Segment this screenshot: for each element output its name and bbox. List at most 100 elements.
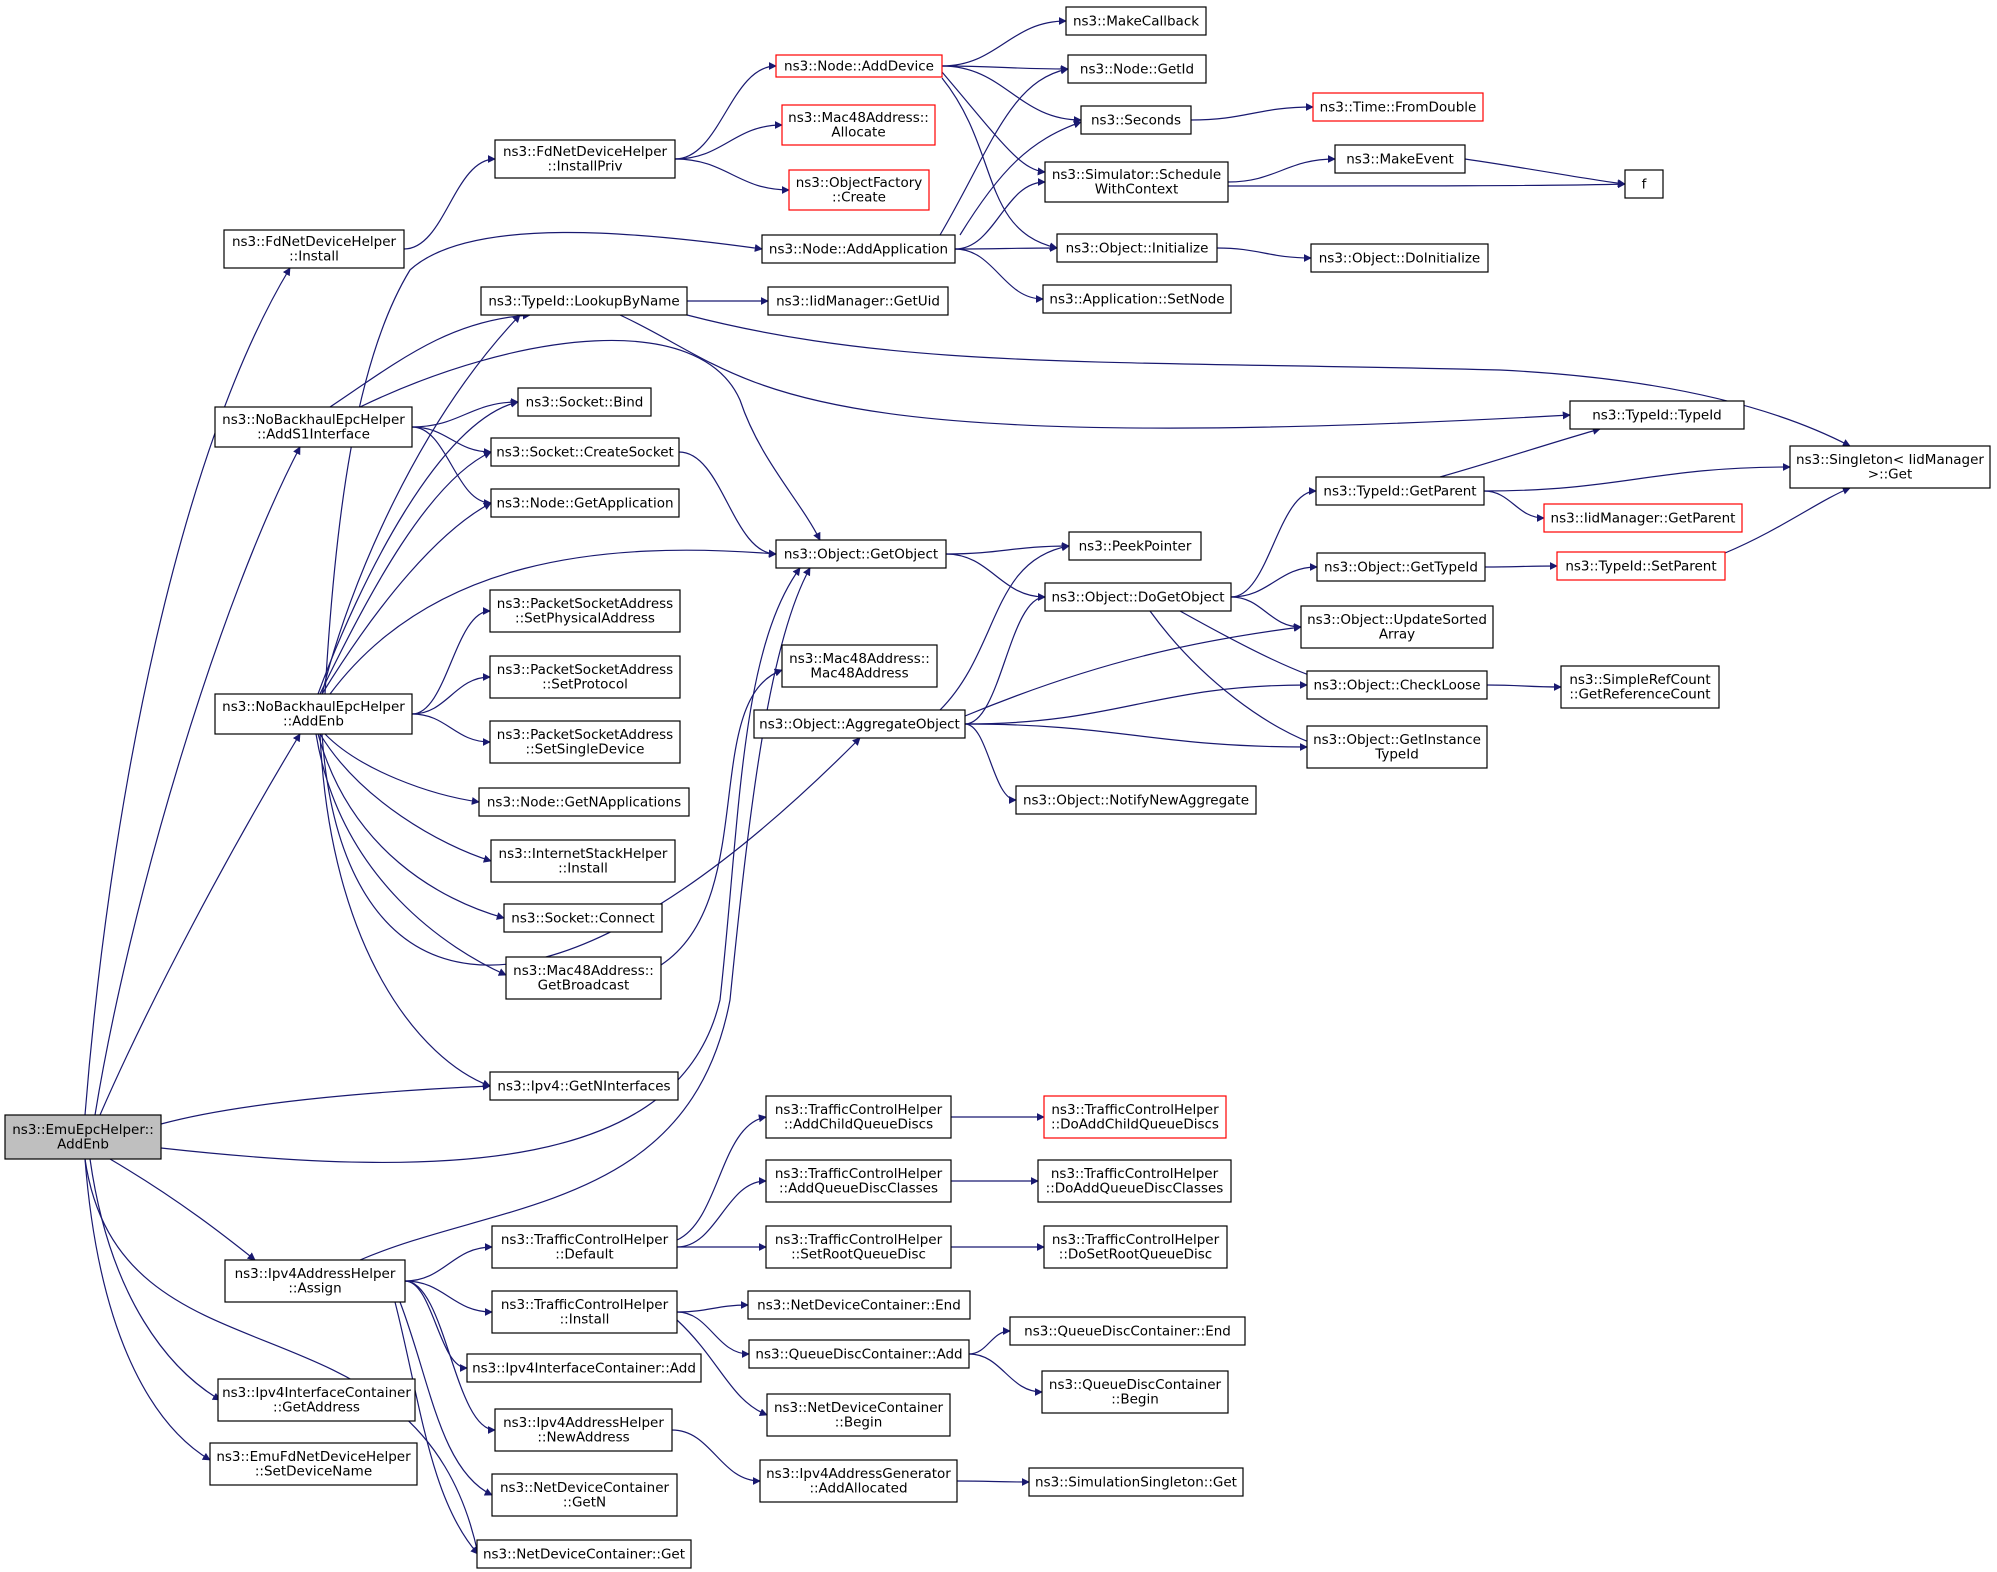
node-node-adddevice[interactable]: ns3::Node::AddDevice: [775, 54, 943, 78]
node-obj-doinitialize[interactable]: ns3::Object::DoInitialize: [1310, 243, 1489, 273]
node-root[interactable]: ns3::EmuEpcHelper::AddEnb: [4, 1114, 162, 1160]
node-mac-mac48[interactable]: ns3::Mac48Address::Mac48Address: [781, 644, 938, 688]
node-nobh-adds1[interactable]: ns3::NoBackhaulEpcHelper::AddS1Interface: [214, 406, 413, 448]
node-box: [480, 286, 688, 316]
node-obj-checkloose[interactable]: ns3::Object::CheckLoose: [1306, 670, 1488, 700]
node-node-addapp[interactable]: ns3::Node::AddApplication: [761, 234, 956, 264]
node-tc-default[interactable]: ns3::TrafficControlHelper::Default: [491, 1225, 678, 1269]
node-label-line: ns3::TrafficControlHelper: [775, 1232, 943, 1248]
edge-makeevent-to-f: [1464, 158, 1626, 188]
node-box: [1624, 169, 1664, 199]
node-qdc-add[interactable]: ns3::QueueDiscContainer::Add: [748, 1339, 970, 1369]
node-node-getnapps[interactable]: ns3::Node::GetNApplications: [478, 787, 690, 817]
node-node-getapp[interactable]: ns3::Node::GetApplication: [490, 488, 680, 518]
node-tc-doaddclasses[interactable]: ns3::TrafficControlHelper::DoAddQueueDis…: [1037, 1159, 1232, 1203]
node-typeid-setparent[interactable]: ns3::TypeId::SetParent: [1556, 551, 1726, 581]
node-socket-connect[interactable]: ns3::Socket::Connect: [503, 903, 663, 933]
node-label-line: ns3::SimpleRefCount: [1569, 672, 1710, 688]
node-fd-install[interactable]: ns3::FdNetDeviceHelper::Install: [223, 229, 405, 269]
node-ndc-getn[interactable]: ns3::NetDeviceContainer::GetN: [491, 1473, 678, 1517]
node-singleton-get[interactable]: ns3::Singleton< IidManager>::Get: [1789, 445, 1991, 489]
node-f[interactable]: f: [1624, 169, 1664, 199]
node-tc-addclasses[interactable]: ns3::TrafficControlHelper::AddQueueDiscC…: [765, 1159, 952, 1203]
node-typeid-lookup[interactable]: ns3::TypeId::LookupByName: [480, 286, 688, 316]
node-label-line: >::Get: [1868, 467, 1912, 483]
node-tc-install[interactable]: ns3::TrafficControlHelper::Install: [491, 1290, 678, 1334]
node-obj-aggregate[interactable]: ns3::Object::AggregateObject: [753, 709, 966, 739]
node-emufd-setdevname[interactable]: ns3::EmuFdNetDeviceHelper::SetDeviceName: [209, 1442, 418, 1486]
node-tc-dosetroot[interactable]: ns3::TrafficControlHelper::DoSetRootQueu…: [1043, 1225, 1228, 1269]
node-label-line: ns3::NetDeviceContainer: [774, 1400, 944, 1416]
node-ipv4addr-assign[interactable]: ns3::Ipv4AddressHelper::Assign: [224, 1259, 406, 1303]
node-box: [1044, 161, 1229, 203]
node-makecallback[interactable]: ns3::MakeCallback: [1065, 6, 1207, 36]
edge-obj-aggregate-to-obj-getinstance: [964, 723, 1308, 751]
node-label-line: ns3::PacketSocketAddress: [497, 662, 673, 678]
node-nobh-addenb[interactable]: ns3::NoBackhaulEpcHelper::AddEnb: [214, 693, 413, 735]
node-ndc-get[interactable]: ns3::NetDeviceContainer::Get: [476, 1539, 692, 1569]
node-typeid-getparent[interactable]: ns3::TypeId::GetParent: [1315, 476, 1485, 506]
node-obj-gettypeid[interactable]: ns3::Object::GetTypeId: [1316, 552, 1486, 582]
node-box: [494, 139, 676, 179]
node-box: [214, 406, 413, 448]
node-ipv4addr-newaddr[interactable]: ns3::Ipv4AddressHelper::NewAddress: [494, 1408, 673, 1452]
node-label-line: ::AddChildQueueDiscs: [784, 1117, 933, 1133]
node-socket-bind[interactable]: ns3::Socket::Bind: [517, 387, 652, 417]
edge-node-addapp-to-obj-initialize: [954, 244, 1058, 253]
node-mac-allocate[interactable]: ns3::Mac48Address::Allocate: [781, 104, 936, 146]
node-simsingleton-get[interactable]: ns3::SimulationSingleton::Get: [1028, 1467, 1244, 1497]
node-label-line: ns3::TrafficControlHelper: [775, 1166, 943, 1182]
node-box: [765, 1095, 952, 1139]
node-iid-getparent[interactable]: ns3::IidManager::GetParent: [1543, 503, 1743, 533]
node-mac-getbroadcast[interactable]: ns3::Mac48Address::GetBroadcast: [505, 956, 662, 1000]
node-ipv4-getninterfaces[interactable]: ns3::Ipv4::GetNInterfaces: [489, 1071, 679, 1101]
node-time-fromdouble[interactable]: ns3::Time::FromDouble: [1312, 92, 1484, 122]
node-fd-installpriv[interactable]: ns3::FdNetDeviceHelper::InstallPriv: [494, 139, 676, 179]
node-inet-install[interactable]: ns3::InternetStackHelper::Install: [490, 839, 676, 883]
node-label-line: ::AddEnb: [283, 714, 344, 730]
node-qdc-begin[interactable]: ns3::QueueDiscContainer::Begin: [1041, 1370, 1229, 1414]
node-label-line: ns3::QueueDiscContainer::Add: [755, 1346, 962, 1362]
edge-nobh-adds1-to-socket-create: [411, 426, 492, 456]
node-ndc-end[interactable]: ns3::NetDeviceContainer::End: [747, 1290, 971, 1320]
node-pkt-setsingle[interactable]: ns3::PacketSocketAddress::SetSingleDevic…: [489, 720, 681, 764]
node-obj-dogetobject[interactable]: ns3::Object::DoGetObject: [1044, 582, 1232, 612]
node-obj-initialize[interactable]: ns3::Object::Initialize: [1056, 233, 1218, 263]
node-tc-doaddchild[interactable]: ns3::TrafficControlHelper::DoAddChildQue…: [1043, 1095, 1227, 1139]
edge-nobh-addenb-to-obj-aggregate: [321, 733, 861, 966]
node-iid-getuid[interactable]: ns3::IidManager::GetUid: [767, 286, 949, 316]
node-obj-getobject[interactable]: ns3::Object::GetObject: [775, 539, 947, 569]
node-ndc-begin[interactable]: ns3::NetDeviceContainer::Begin: [766, 1393, 951, 1437]
edge-typeid-setparent-to-singleton-get: [1724, 486, 1851, 554]
edge-ipv4gen-addalloc-to-simsingleton-get: [956, 1477, 1030, 1486]
node-label-line: ns3::PacketSocketAddress: [497, 727, 673, 743]
node-ipv4gen-addalloc[interactable]: ns3::Ipv4AddressGenerator::AddAllocated: [759, 1459, 958, 1503]
node-tc-setroot[interactable]: ns3::TrafficControlHelper::SetRootQueueD…: [765, 1225, 952, 1269]
node-seconds[interactable]: ns3::Seconds: [1080, 105, 1192, 135]
node-obj-notifynew[interactable]: ns3::Object::NotifyNewAggregate: [1015, 785, 1257, 815]
edge-typeid-lookup-to-singleton-get: [686, 314, 1851, 447]
edge-fd-installpriv-to-objfactory-create: [674, 158, 790, 194]
node-qdc-end[interactable]: ns3::QueueDiscContainer::End: [1009, 1316, 1246, 1346]
node-socket-create[interactable]: ns3::Socket::CreateSocket: [490, 437, 680, 467]
node-pkt-setphys[interactable]: ns3::PacketSocketAddress::SetPhysicalAdd…: [489, 589, 681, 633]
node-simplerefcount[interactable]: ns3::SimpleRefCount::GetReferenceCount: [1560, 665, 1720, 709]
node-typeid-typeid[interactable]: ns3::TypeId::TypeId: [1569, 400, 1745, 430]
edge-obj-initialize-to-obj-doinitialize: [1216, 247, 1312, 262]
node-tc-addchild[interactable]: ns3::TrafficControlHelper::AddChildQueue…: [765, 1095, 952, 1139]
node-makeevent[interactable]: ns3::MakeEvent: [1334, 144, 1466, 174]
node-ipv4ic-add[interactable]: ns3::Ipv4InterfaceContainer::Add: [466, 1353, 702, 1383]
node-node-getid[interactable]: ns3::Node::GetId: [1067, 54, 1207, 84]
node-box: [1310, 243, 1489, 273]
node-ipv4ic-getaddr[interactable]: ns3::Ipv4InterfaceContainer::GetAddress: [217, 1378, 416, 1422]
node-box: [489, 655, 681, 699]
node-peekpointer[interactable]: ns3::PeekPointer: [1068, 531, 1202, 561]
node-app-setnode[interactable]: ns3::Application::SetNode: [1042, 284, 1232, 314]
node-label-line: TypeId: [1374, 747, 1419, 763]
node-box: [1543, 503, 1743, 533]
node-pkt-setproto[interactable]: ns3::PacketSocketAddress::SetProtocol: [489, 655, 681, 699]
node-objfactory-create[interactable]: ns3::ObjectFactory::Create: [788, 169, 930, 211]
